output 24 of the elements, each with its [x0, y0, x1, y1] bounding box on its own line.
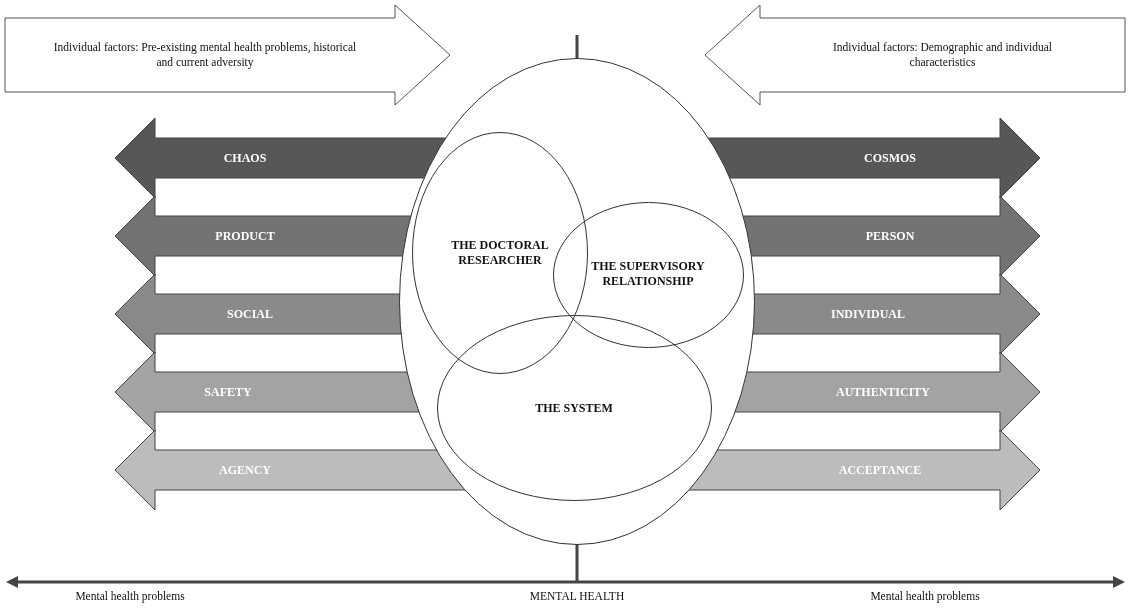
- axis-label: MENTAL HEALTH: [529, 590, 625, 602]
- band-label: PRODUCT: [215, 228, 275, 244]
- band-label: CHAOS: [223, 150, 267, 166]
- ellipse-label: THE DOCTORAL RESEARCHER: [450, 238, 550, 268]
- ellipse: [553, 202, 744, 348]
- ellipse-label: THE SUPERVISORY RELATIONSHIP: [590, 259, 706, 289]
- arrow-text: Individual factors: Demographic and individual characteristics: [831, 40, 1054, 70]
- band-label: COSMOS: [864, 150, 916, 166]
- oval: [399, 58, 755, 545]
- band-label: ACCEPTANCE: [838, 462, 922, 478]
- block-arrow: [5, 5, 450, 105]
- band-label: AUTHENTICITY: [836, 384, 930, 400]
- band-label: INDIVIDUAL: [831, 306, 905, 322]
- ellipse: [437, 315, 712, 501]
- axis-label: Mental health problems: [870, 590, 980, 602]
- block-arrow: [705, 5, 1125, 105]
- band-label: SAFETY: [204, 384, 252, 400]
- band-label: AGENCY: [219, 462, 271, 478]
- axis-label: Mental health problems: [75, 590, 185, 602]
- ellipse-label: THE SYSTEM: [534, 400, 614, 416]
- arrow-text: Individual factors: Pre-existing mental health problems, historical and current adversity: [52, 40, 358, 70]
- band-label: SOCIAL: [227, 306, 273, 322]
- band-label: PERSON: [865, 228, 915, 244]
- ellipse: [412, 132, 588, 374]
